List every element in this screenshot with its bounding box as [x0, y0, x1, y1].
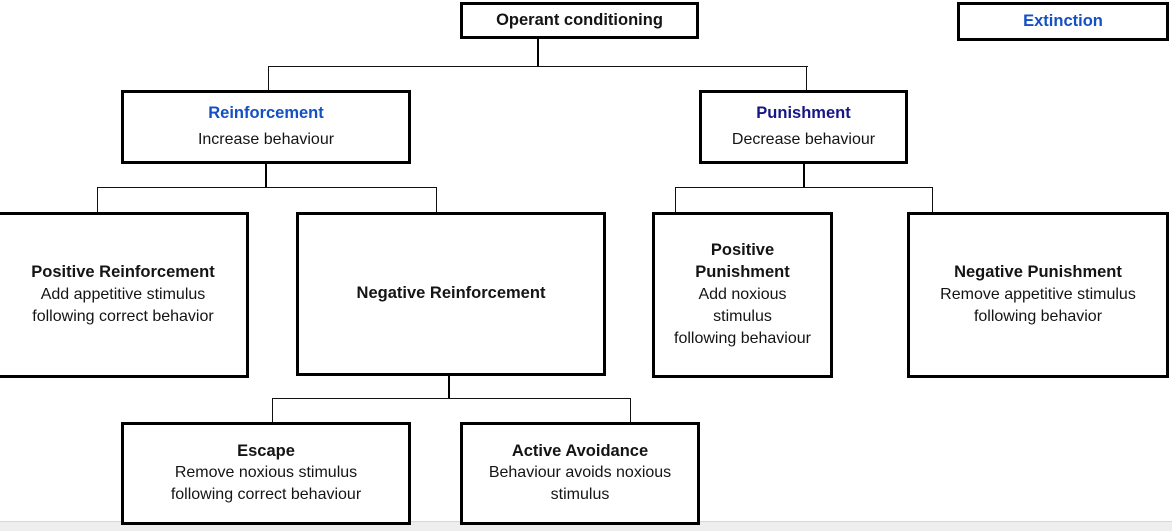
connector-level1-bus	[268, 66, 808, 67]
connector-to-escape	[272, 398, 273, 422]
node-active-avoidance-desc-line1: Behaviour avoids noxious	[488, 464, 672, 482]
connector-to-active-avoidance	[630, 398, 631, 422]
node-positive-punishment-title-line1: Positive	[710, 241, 775, 260]
node-active-avoidance-title: Active Avoidance	[511, 441, 649, 460]
connector-punishment-bus	[675, 187, 933, 188]
connector-punishment-down	[803, 162, 805, 188]
node-positive-punishment-desc-line2: stimulus	[713, 307, 772, 325]
node-negative-punishment-title: Negative Punishment	[954, 263, 1122, 282]
node-escape[interactable]: Escape Remove noxious stimulus following…	[121, 422, 411, 525]
node-extinction-title: Extinction	[1023, 11, 1103, 30]
node-punishment-desc: Decrease behaviour	[731, 131, 876, 149]
connector-to-positive-punishment	[675, 187, 676, 212]
node-escape-desc-line1: Remove noxious stimulus	[174, 464, 358, 482]
connector-to-punishment	[806, 66, 807, 90]
node-escape-desc-line2: following correct behaviour	[170, 486, 362, 504]
node-negative-reinforcement[interactable]: Negative Reinforcement	[296, 212, 606, 376]
node-positive-punishment-desc-line3: following behaviour	[674, 329, 811, 347]
connector-reinforcement-down	[265, 162, 267, 188]
node-positive-reinforcement-desc-line1: Add appetitive stimulus	[40, 285, 206, 303]
connector-to-reinforcement	[268, 66, 269, 90]
connector-negative-reinforcement-down	[448, 374, 450, 399]
node-punishment-title: Punishment	[756, 103, 851, 122]
node-operant-conditioning[interactable]: Operant conditioning	[460, 2, 699, 39]
node-punishment[interactable]: Punishment Decrease behaviour	[699, 90, 908, 164]
connector-to-positive-reinforcement	[97, 187, 98, 212]
node-extinction[interactable]: Extinction	[957, 2, 1169, 41]
node-reinforcement-title: Reinforcement	[208, 103, 324, 122]
connector-to-negative-reinforcement	[436, 187, 437, 212]
node-positive-punishment[interactable]: Positive Punishment Add noxious stimulus…	[652, 212, 833, 378]
connector-reinforcement-bus	[97, 187, 437, 188]
node-escape-title: Escape	[237, 441, 295, 460]
node-active-avoidance[interactable]: Active Avoidance Behaviour avoids noxiou…	[460, 422, 700, 525]
node-positive-reinforcement-desc-line2: following correct behavior	[32, 307, 214, 325]
connector-avoidance-bus	[272, 398, 631, 399]
node-operant-conditioning-title: Operant conditioning	[496, 10, 663, 29]
node-reinforcement[interactable]: Reinforcement Increase behaviour	[121, 90, 411, 164]
node-reinforcement-desc: Increase behaviour	[197, 131, 335, 149]
node-positive-reinforcement[interactable]: Positive Reinforcement Add appetitive st…	[0, 212, 249, 378]
node-negative-reinforcement-title: Negative Reinforcement	[356, 284, 546, 303]
node-negative-punishment[interactable]: Negative Punishment Remove appetitive st…	[907, 212, 1169, 378]
node-active-avoidance-desc-line2: stimulus	[550, 486, 610, 504]
node-positive-punishment-title-line2: Punishment	[695, 262, 790, 281]
node-positive-reinforcement-title: Positive Reinforcement	[31, 263, 215, 282]
node-positive-punishment-desc-line1: Add noxious	[698, 285, 787, 303]
connector-root-down	[537, 37, 539, 66]
node-negative-punishment-desc-line2: following behavior	[973, 307, 1103, 325]
node-negative-punishment-desc-line1: Remove appetitive stimulus	[940, 285, 1136, 303]
connector-to-negative-punishment	[932, 187, 933, 212]
